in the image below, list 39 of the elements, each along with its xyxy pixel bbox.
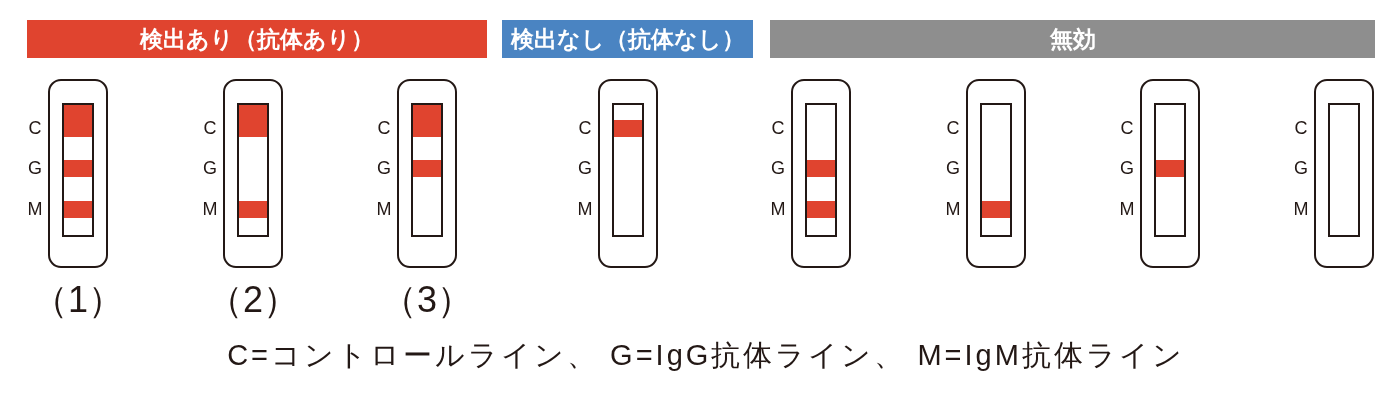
line-label: C <box>945 118 961 138</box>
test-cassette <box>1140 79 1200 268</box>
test-cassette <box>598 79 658 268</box>
category-banner: 検出あり（抗体あり） <box>27 20 487 58</box>
line-label: C <box>1119 118 1135 138</box>
line-label: M <box>769 199 787 219</box>
caption: C=コントロールライン、 G=IgG抗体ライン、 M=IgM抗体ライン <box>226 338 1186 373</box>
test-cassette <box>966 79 1026 268</box>
test-cassette <box>48 79 108 268</box>
line-label: M <box>26 199 44 219</box>
line-label: C <box>577 118 593 138</box>
test-cassette <box>397 79 457 268</box>
line-label: G <box>27 158 43 178</box>
line-label: G <box>770 158 786 178</box>
test-cassette <box>791 79 851 268</box>
cassette-number: （1） <box>31 280 125 320</box>
cassette-number: （2） <box>206 280 300 320</box>
line-label: C <box>27 118 43 138</box>
test-cassette <box>223 79 283 268</box>
line-label: M <box>944 199 962 219</box>
test-cassette <box>1314 79 1374 268</box>
line-label: M <box>201 199 219 219</box>
line-label: C <box>1293 118 1309 138</box>
line-label: C <box>202 118 218 138</box>
line-label: C <box>376 118 392 138</box>
line-label: M <box>1292 199 1310 219</box>
line-label: G <box>945 158 961 178</box>
category-banner: 無効 <box>770 20 1375 58</box>
line-label: G <box>1119 158 1135 178</box>
line-label: M <box>576 199 594 219</box>
cassette-number: （3） <box>380 280 474 320</box>
line-label: G <box>376 158 392 178</box>
line-label: M <box>1118 199 1136 219</box>
line-label: G <box>1293 158 1309 178</box>
line-label: C <box>770 118 786 138</box>
category-banner: 検出なし（抗体なし） <box>502 20 753 58</box>
line-label: G <box>202 158 218 178</box>
line-label: M <box>375 199 393 219</box>
line-label: G <box>577 158 593 178</box>
